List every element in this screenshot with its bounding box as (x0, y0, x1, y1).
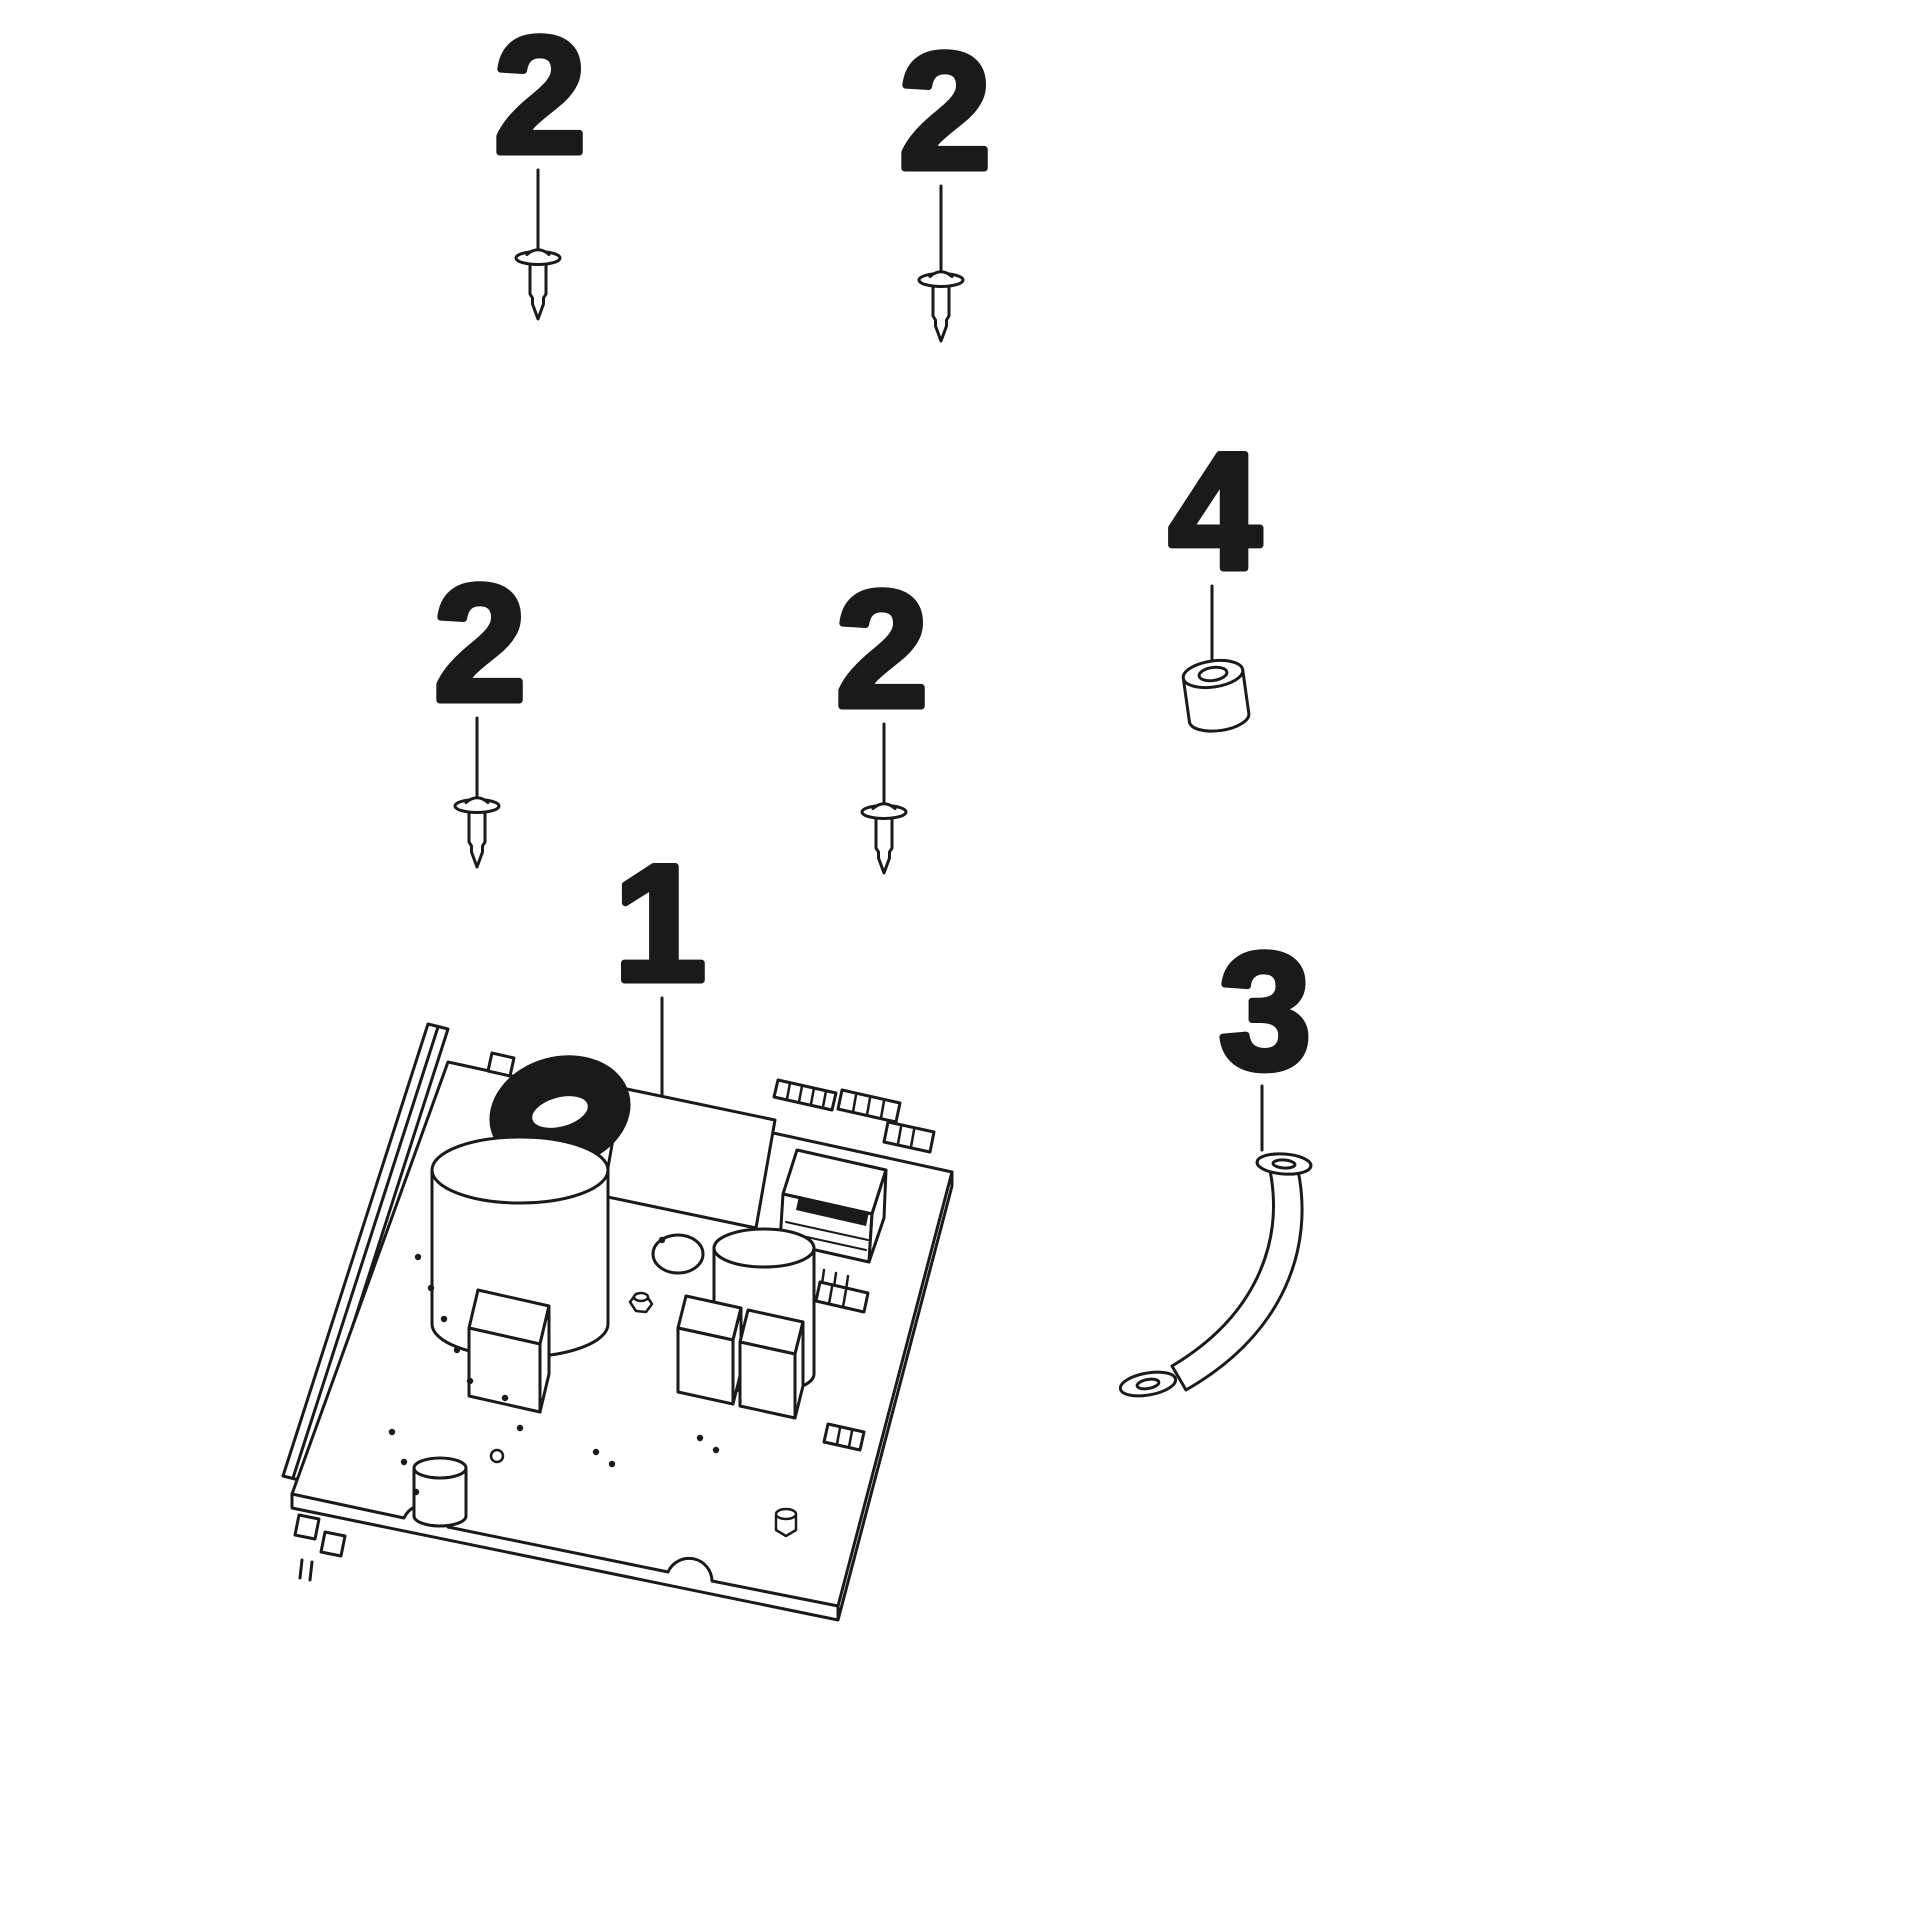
solder-dots (388, 1236, 720, 1496)
callout-screw-top-left: 2 (491, 0, 589, 321)
small-hole (489, 1448, 505, 1464)
board-hole (651, 1233, 705, 1275)
callout-ground-strap: 3 (1216, 916, 1314, 1152)
callout-board: 1 (611, 828, 709, 1100)
transformer (778, 1148, 888, 1264)
circuit-board-assembly (281, 1022, 954, 1622)
pcb-thickness (290, 1170, 954, 1622)
callout-label: 1 (614, 831, 706, 1015)
callout-label: 2 (434, 551, 526, 735)
spacer-hole (1197, 665, 1229, 683)
pin-header-top (772, 1078, 936, 1154)
push-screw-icon (917, 270, 965, 343)
spacer-bushing (1181, 658, 1251, 733)
capacitor-small (412, 1456, 468, 1528)
push-screw-icon (860, 802, 908, 875)
callout-label: 3 (1219, 919, 1311, 1103)
callout-screw-mid-left: 2 (431, 548, 529, 869)
bracket-tab (486, 1051, 516, 1078)
callout-label: 4 (1169, 419, 1261, 603)
push-screw-icon (514, 248, 562, 321)
strap-band (1170, 1168, 1304, 1392)
relay-left (467, 1288, 551, 1414)
hex-standoff (628, 1291, 654, 1314)
ring-terminal-top (1255, 1152, 1313, 1176)
relay-pair (676, 1294, 805, 1420)
connector-lower-right (814, 1268, 870, 1452)
ground-strap (1118, 1152, 1313, 1398)
callout-spacer: 4 (1166, 416, 1264, 662)
push-screw-icon (453, 796, 501, 869)
callout-label: 2 (494, 3, 586, 187)
bracket-foot (293, 1513, 347, 1582)
callout-screw-mid-right: 2 (833, 554, 931, 875)
callout-label: 2 (836, 557, 928, 741)
callout-label: 2 (899, 19, 991, 203)
ring-terminal-bottom (1118, 1370, 1178, 1398)
bolt-bottom-right (774, 1507, 798, 1538)
callout-screw-top-right: 2 (896, 16, 994, 343)
